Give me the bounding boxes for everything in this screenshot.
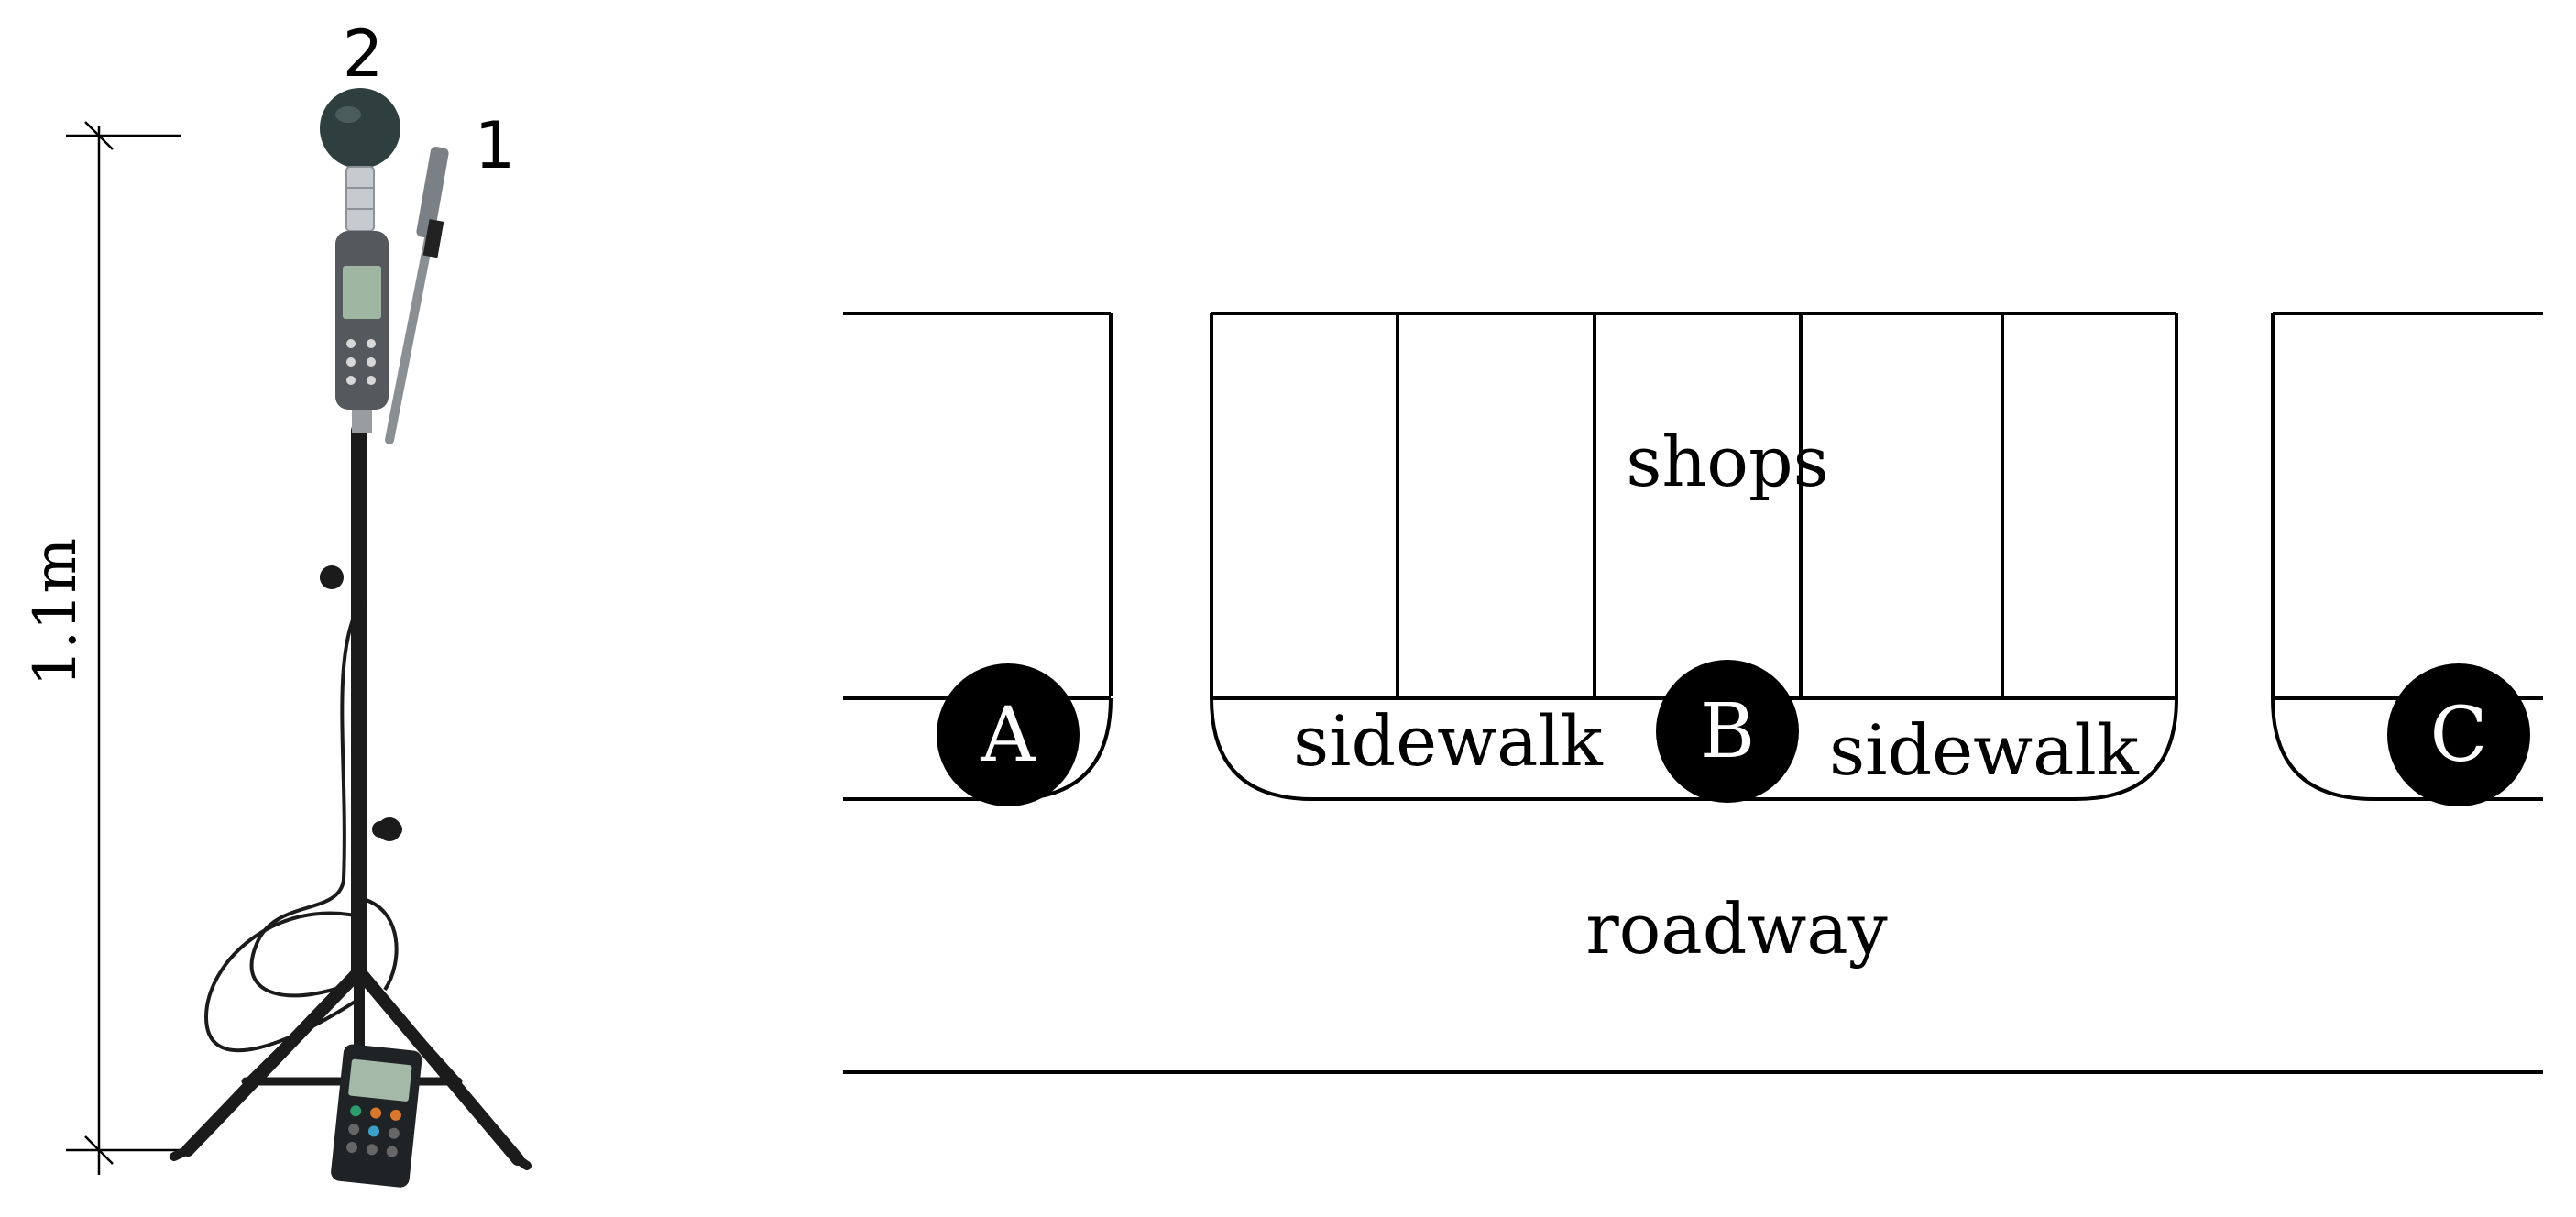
meter-body bbox=[335, 231, 389, 433]
callout-2-label: 2 bbox=[343, 16, 384, 92]
globe-thermometer bbox=[320, 88, 400, 232]
marker-label-a: A bbox=[980, 692, 1036, 779]
reader-display bbox=[348, 1058, 412, 1102]
probe-rod-1 bbox=[385, 146, 449, 444]
label-sidewalk-right: sidewalk bbox=[1829, 709, 2140, 791]
label-shops: shops bbox=[1626, 421, 1828, 502]
marker-point-c: C bbox=[2387, 663, 2530, 806]
street-plan bbox=[843, 312, 2543, 1074]
stand-knob-lower bbox=[378, 817, 401, 841]
height-label: 1.1m bbox=[22, 538, 90, 686]
building-block-middle bbox=[1210, 312, 2178, 801]
tripod-stand bbox=[170, 422, 532, 1170]
globe-sphere bbox=[320, 88, 400, 169]
marker-point-b: B bbox=[1656, 660, 1799, 803]
label-roadway: roadway bbox=[1585, 888, 1887, 970]
handheld-reader bbox=[331, 1044, 422, 1188]
marker-label-c: C bbox=[2430, 692, 2488, 779]
height-dimension bbox=[66, 121, 181, 1175]
marker-label-b: B bbox=[1700, 688, 1755, 775]
stand-knob-upper bbox=[320, 565, 344, 589]
label-sidewalk-left: sidewalk bbox=[1293, 700, 1604, 782]
meter-display bbox=[343, 266, 381, 319]
marker-point-a: A bbox=[937, 663, 1080, 806]
cable bbox=[203, 604, 399, 1053]
instrument-panel: 1.1m 2 1 bbox=[22, 16, 532, 1188]
callout-1-label: 1 bbox=[475, 108, 516, 183]
